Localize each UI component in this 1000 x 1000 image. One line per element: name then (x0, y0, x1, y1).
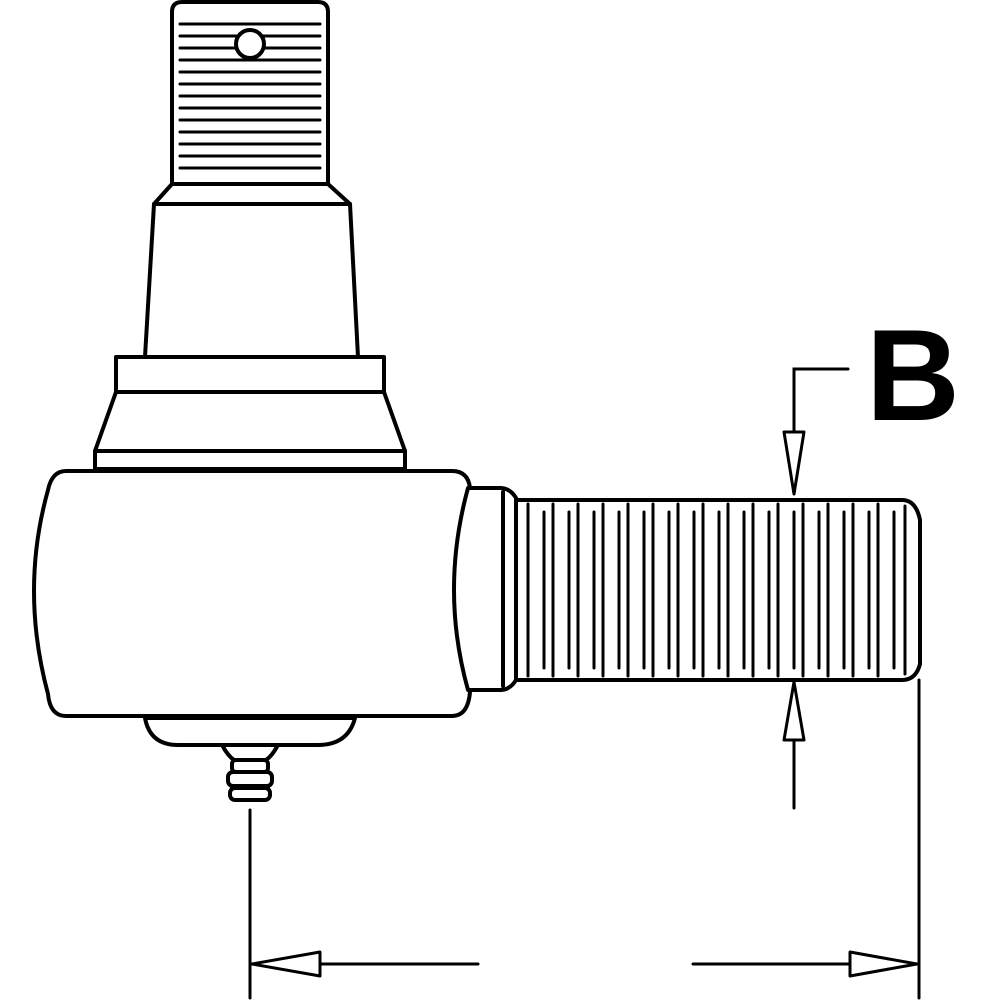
cotter-pin-hole (234, 28, 266, 60)
grease-fitting (220, 743, 280, 802)
shank-neck (452, 486, 518, 692)
socket-housing (32, 469, 472, 718)
boot-collar-ring (114, 355, 386, 394)
stud-threaded-tip (170, 0, 330, 186)
dimension-b (782, 367, 850, 810)
stud-tapered-shank (143, 202, 360, 359)
stud-chamfer (152, 182, 352, 206)
dimension-b-label: B (866, 302, 960, 448)
boot-collar-flare (93, 390, 407, 453)
stud-thread-lines (178, 22, 322, 170)
boot-collar-base (93, 449, 407, 471)
housing-bottom-cap (143, 716, 357, 747)
shank-thread-lines (526, 502, 907, 678)
dimension-overall-length (248, 678, 921, 1000)
threaded-shank (514, 498, 922, 682)
